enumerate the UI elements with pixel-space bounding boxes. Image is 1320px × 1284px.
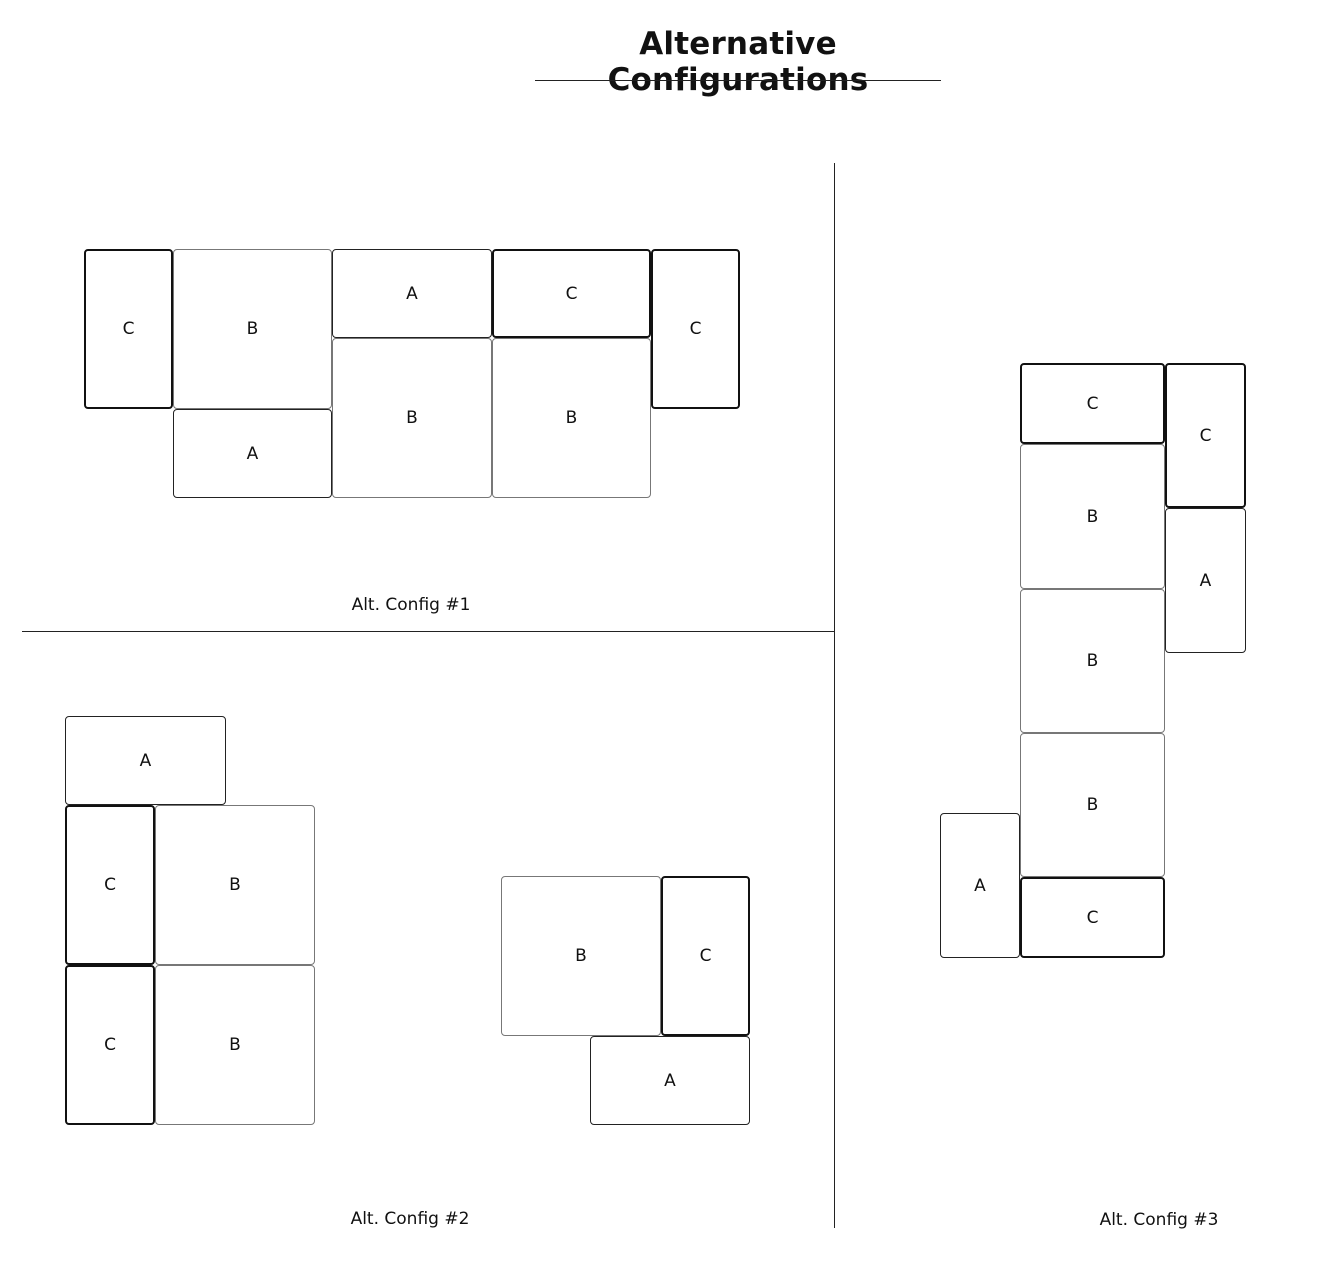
module-b: B xyxy=(501,876,661,1036)
horizontal-divider xyxy=(22,631,835,632)
module-a: A xyxy=(332,249,492,338)
module-c: C xyxy=(661,876,750,1036)
module-c: C xyxy=(84,249,173,409)
module-b: B xyxy=(1020,589,1165,733)
module-b: B xyxy=(1020,444,1165,589)
module-a: A xyxy=(940,813,1020,958)
module-a: A xyxy=(590,1036,750,1125)
module-c: C xyxy=(65,965,155,1125)
module-b: B xyxy=(155,805,315,965)
config-caption: Alt. Config #2 xyxy=(350,1209,470,1229)
module-c: C xyxy=(492,249,651,338)
module-a: A xyxy=(1165,508,1246,653)
diagram-title: Alternative Configurations xyxy=(607,26,869,98)
module-a: A xyxy=(173,409,332,498)
module-b: B xyxy=(332,338,492,498)
module-c: C xyxy=(1020,877,1165,958)
module-b: B xyxy=(1020,733,1165,877)
module-c: C xyxy=(1020,363,1165,444)
config-caption: Alt. Config #1 xyxy=(351,595,471,615)
config-caption: Alt. Config #3 xyxy=(1099,1210,1219,1230)
vertical-divider xyxy=(834,163,835,1228)
module-b: B xyxy=(492,338,651,498)
module-b: B xyxy=(155,965,315,1125)
module-c: C xyxy=(1165,363,1246,508)
module-a: A xyxy=(65,716,226,805)
module-b: B xyxy=(173,249,332,409)
module-c: C xyxy=(65,805,155,965)
module-c: C xyxy=(651,249,740,409)
title-underline xyxy=(535,80,941,81)
